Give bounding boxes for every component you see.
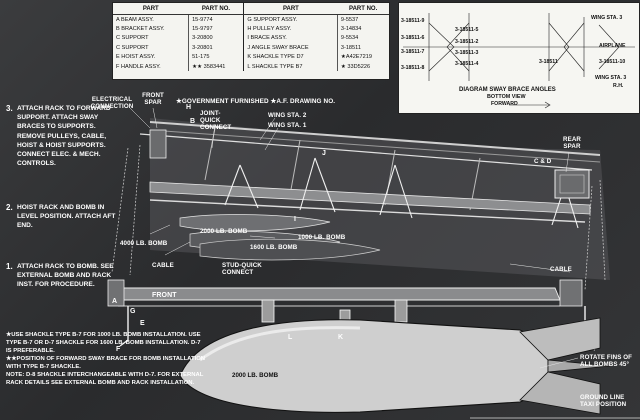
table-cell: 3-20801 xyxy=(188,43,244,53)
letter-i: I xyxy=(294,216,297,223)
diagram-sub-caption: BOTTOM VIEW xyxy=(487,94,526,100)
airplane-label: AIRPLANE xyxy=(599,43,626,49)
rotate-fins-label: ROTATE FINS OF ALL BOMBS 45° xyxy=(580,354,633,368)
letter-f: F xyxy=(116,346,121,353)
table-cell: ★A42E7219 xyxy=(336,52,389,62)
c-and-d-label: C & D xyxy=(534,158,552,165)
table-cell: C SUPPORT xyxy=(116,44,149,51)
table-row: A BEAM ASSY. 15-9774 G SUPPORT ASSY. 9-5… xyxy=(113,14,389,25)
table-cell: I BRACE ASSY. xyxy=(243,33,338,44)
wing-sta-label: WING STA. 3 xyxy=(595,75,627,81)
wing-sta-label: WING STA. 3 xyxy=(591,15,623,21)
table-cell: A BEAM ASSY. xyxy=(116,16,154,23)
bomb-body-label: 2000 LB. BOMB xyxy=(232,372,279,379)
parts-header-partno-2: PART NO. xyxy=(337,3,389,15)
table-cell: L SHACKLE TYPE B7 xyxy=(243,61,338,72)
bomb-1600-label: 1600 LB. BOMB xyxy=(250,244,298,251)
part-label: 3-18511-8 xyxy=(401,65,425,71)
table-cell: ★ 33D5226 xyxy=(336,61,389,72)
step-3-number: 3. xyxy=(6,104,13,113)
note-d8-shackle: NOTE: D-8 SHACKLE INTERCHANGEABLE WITH D… xyxy=(6,371,204,386)
part-label: 3-18511-10 xyxy=(599,59,626,65)
parts-header-partno: PART NO. xyxy=(188,3,244,15)
stud-quick-connect-label: STUD-QUICK CONNECT xyxy=(222,262,262,276)
table-cell: 51-175 xyxy=(188,52,244,62)
table-cell: C SUPPORT xyxy=(116,35,149,42)
table-cell: G SUPPORT ASSY. xyxy=(243,14,338,25)
step-1-text: ATTACH RACK TO BOMB. SEE EXTERNAL BOMB A… xyxy=(17,263,114,289)
bomb-1000-label: 1000 LB. BOMB xyxy=(298,234,346,241)
table-row: C SUPPORT 3-20801 J ANGLE SWAY BRACE 3-1… xyxy=(113,43,389,53)
table-cell: 3-18511 xyxy=(336,43,389,53)
letter-k: K xyxy=(338,334,344,341)
bomb-2000-label: 2000 LB. BOMB xyxy=(200,228,248,235)
letter-e: E xyxy=(140,320,145,327)
wing-sta-1-label: WING STA. 1 xyxy=(268,122,307,129)
step-1-number: 1. xyxy=(6,262,13,271)
sway-brace-diagram: 3-18511-9 3-18511-6 3-18511-7 3-18511-8 … xyxy=(398,2,640,114)
table-cell: J ANGLE SWAY BRACE xyxy=(243,43,338,53)
parts-header-part: PART xyxy=(113,3,189,15)
electrical-connection-label: ELECTRICAL CONNECTION xyxy=(90,96,134,110)
diagram-caption: DIAGRAM SWAY BRACE ANGLES xyxy=(459,87,556,93)
letter-g: G xyxy=(130,308,136,315)
table-row: F HANDLE ASSY. ★★ 3583441 L SHACKLE TYPE… xyxy=(113,61,389,72)
letter-a: A xyxy=(112,298,118,305)
note-sway-brace-position: ★★POSITION OF FORWARD SWAY BRACE FOR BOM… xyxy=(6,355,206,370)
table-cell: 9-5534 xyxy=(336,33,389,44)
letter-j: J xyxy=(322,150,326,157)
rear-spar-label: REAR SPAR xyxy=(563,136,581,150)
table-row: C SUPPORT 3-20800 I BRACE ASSY. 9-5534 xyxy=(113,33,389,44)
table-cell: H PULLEY ASSY. xyxy=(243,24,338,34)
letter-l: L xyxy=(288,334,293,341)
ground-line-label: GROUND LINE TAXI POSITION xyxy=(580,394,627,408)
front-spar-label: FRONT SPAR xyxy=(142,92,164,106)
table-cell: ★★ 3583441 xyxy=(188,61,244,72)
step-3-text: ATTACH RACK TO FORWARD SUPPORT. ATTACH S… xyxy=(17,105,111,168)
bomb-4000-label: 4000 LB. BOMB xyxy=(120,240,168,247)
forward-label: FORWARD xyxy=(491,101,518,107)
joint-quick-connect-label: JOINT-QUICK CONNECT xyxy=(200,110,232,131)
part-label: 3-18511 xyxy=(539,59,558,65)
part-label: 3-18511-5 xyxy=(455,27,479,33)
table-cell: B BRACKET ASSY. xyxy=(116,26,165,33)
table-row: B BRACKET ASSY. 15-9797 H PULLEY ASSY. 3… xyxy=(113,24,389,34)
cable-left-label: CABLE xyxy=(152,262,174,269)
part-label: 3-18511-2 xyxy=(455,39,479,45)
step-2-text: HOIST RACK AND BOMB IN LEVEL POSITION. A… xyxy=(17,204,116,230)
note-shackle-type: ★USE SHACKLE TYPE B-7 FOR 1000 LB. BOMB … xyxy=(6,332,201,354)
letter-h: H xyxy=(186,104,192,111)
table-cell: 15-9774 xyxy=(188,14,244,25)
table-cell: F HANDLE ASSY. xyxy=(116,63,161,70)
parts-table: PART PART NO. PART PART NO. A BEAM ASSY.… xyxy=(112,2,390,80)
part-label: 3-18511-9 xyxy=(401,18,425,24)
table-cell: E HOIST ASSY. xyxy=(116,54,156,61)
table-cell: 9-5537 xyxy=(336,14,389,25)
parts-header-part-2: PART xyxy=(243,3,338,15)
wing-sta-2-label: WING STA. 2 xyxy=(268,112,307,119)
table-cell: 3-20800 xyxy=(188,33,244,44)
table-cell: 15-9797 xyxy=(188,24,244,34)
table-row: E HOIST ASSY. 51-175 K SHACKLE TYPE D7 ★… xyxy=(113,52,389,62)
sway-brace-lines xyxy=(403,13,635,109)
table-cell: K SHACKLE TYPE D7 xyxy=(243,52,338,62)
part-label: 3-18511-7 xyxy=(401,49,425,55)
table-cell: 3-14834 xyxy=(336,24,389,34)
step-2-number: 2. xyxy=(6,203,13,212)
notes-block: ★USE SHACKLE TYPE B-7 FOR 1000 LB. BOMB … xyxy=(6,332,206,388)
front-label: FRONT xyxy=(152,292,177,299)
part-label: 3-18511-3 xyxy=(455,50,479,56)
part-label: 3-18511-4 xyxy=(455,61,479,67)
header-note: ★GOVERNMENT FURNISHED ★A.F. DRAWING NO. xyxy=(176,98,336,105)
letter-b: B xyxy=(190,118,196,125)
cable-right-label: CABLE xyxy=(550,266,572,273)
rh-label: R.H. xyxy=(613,83,624,89)
part-label: 3-18511-6 xyxy=(401,35,425,41)
